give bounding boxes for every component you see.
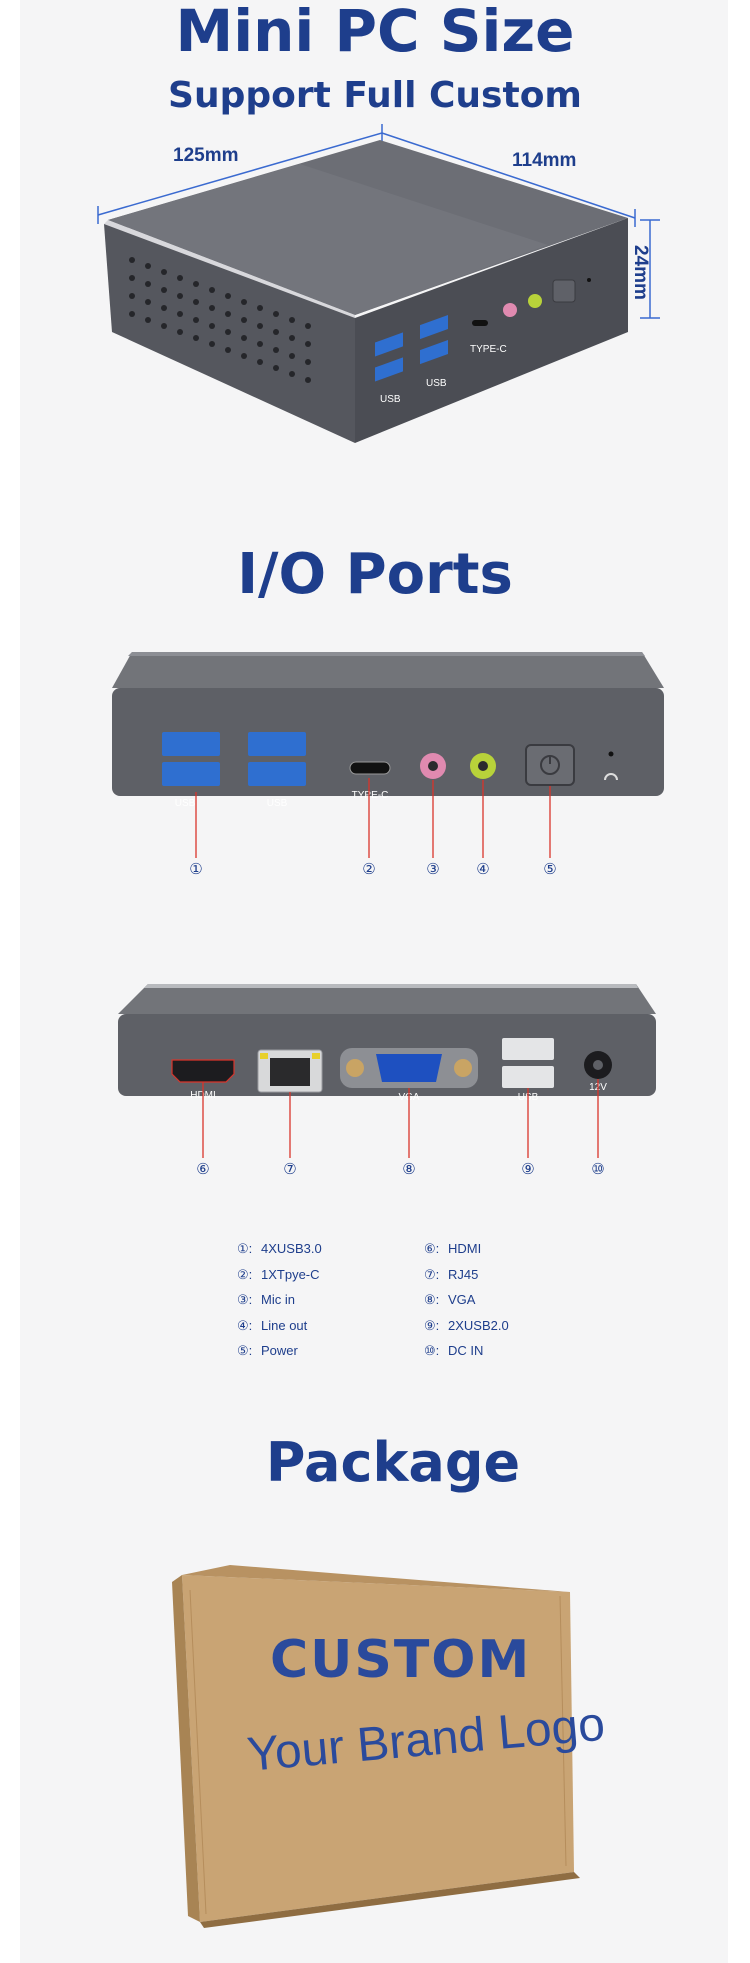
callout-3: ③ — [426, 860, 439, 878]
callout-4: ④ — [476, 860, 489, 878]
legend-row: ④:Line out — [237, 1317, 308, 1333]
front-typec-label: TYPE-C — [470, 344, 507, 355]
line-out-jack — [528, 294, 542, 308]
front-usb-port-1 — [162, 732, 220, 756]
callout-6: ⑥ — [196, 1160, 209, 1178]
dimension-lines — [97, 124, 660, 319]
front-usb-port-3 — [248, 732, 306, 756]
mic-jack — [503, 303, 517, 317]
legend-row: ⑧:VGA — [424, 1292, 476, 1307]
type-c-port — [472, 320, 488, 326]
box-custom-text: CUSTOM — [270, 1630, 532, 1690]
rear-ports-image: HDMI VGA USB 12V ⑥ ⑦ ⑧ ⑨ ⑩ — [118, 984, 656, 1178]
front-usb-port-4 — [248, 762, 306, 786]
package-section-title: Package — [265, 1431, 521, 1494]
callout-2: ② — [362, 860, 375, 878]
dimension-width: 114mm — [512, 150, 577, 171]
port-legend-right: ⑥:HDMI ⑦:RJ45 ⑧:VGA ⑨:2XUSB2.0 ⑩:DC IN — [424, 1236, 509, 1364]
rear-usb-port-1 — [502, 1038, 554, 1060]
page-subtitle: Support Full Custom — [168, 75, 582, 116]
front-usb-port-2 — [162, 762, 220, 786]
front-usb-label-1: USB — [380, 394, 401, 405]
port-legend-left: ①:4XUSB3.0 ②:1XTpye-C ③:Mic in ④:Line ou… — [237, 1236, 322, 1364]
front-usb-label-2: USB — [426, 378, 447, 389]
package-box-image — [172, 1565, 580, 1928]
legend-row: ⑦:RJ45 — [424, 1266, 479, 1282]
legend-row: ⑤:Power — [237, 1343, 298, 1358]
front-typec-text: TYPE-C — [352, 790, 389, 801]
page-title: Mini PC Size — [175, 0, 575, 65]
front-power-button — [525, 744, 575, 786]
callout-9: ⑨ — [521, 1160, 534, 1178]
callout-10: ⑩ — [591, 1160, 604, 1178]
legend-row: ②:1XTpye-C — [237, 1266, 320, 1282]
front-usb-right-label: USB — [267, 798, 288, 809]
legend-row: ①:4XUSB3.0 — [237, 1241, 322, 1256]
side-vent-grid — [129, 257, 311, 383]
legend-row: ⑥:HDMI — [424, 1241, 482, 1256]
rear-hdmi-port — [171, 1059, 235, 1083]
front-port-group — [375, 278, 591, 382]
rear-usb-port-2 — [502, 1066, 554, 1088]
callout-8: ⑧ — [402, 1160, 415, 1178]
power-button — [552, 279, 576, 303]
io-section-title: I/O Ports — [237, 542, 513, 607]
legend-row: ③:Mic in — [237, 1292, 295, 1307]
callout-7: ⑦ — [283, 1160, 296, 1178]
legend-row: ⑨:2XUSB2.0 — [424, 1317, 509, 1333]
front-type-c-port — [349, 761, 391, 775]
front-ports-image: USB USB TYPE-C ① ② ③ ④ ⑤ — [112, 652, 664, 878]
callout-1: ① — [189, 860, 202, 878]
mini-pc-angled-image: USB USB TYPE-C — [97, 124, 660, 443]
callout-5: ⑤ — [543, 860, 556, 878]
dimension-length: 125mm — [173, 145, 239, 166]
front-usb-left-label: USB — [175, 798, 196, 809]
legend-row: ⑩:DC IN — [424, 1343, 484, 1358]
